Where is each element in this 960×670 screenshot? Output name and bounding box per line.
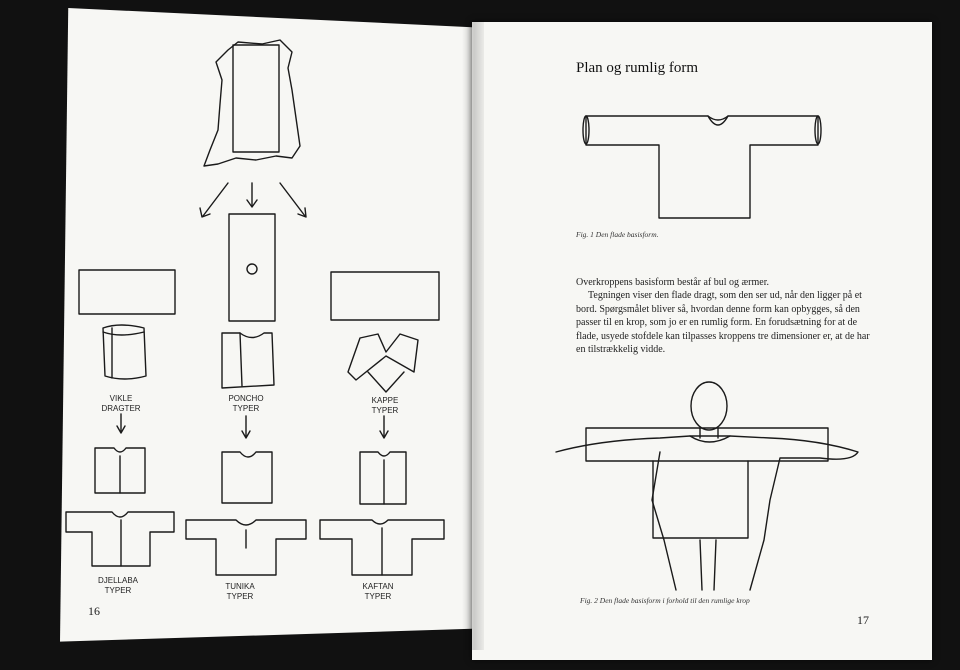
jacket-illustrations xyxy=(65,511,445,576)
paragraph-1: Overkroppens basisform består af bul og … xyxy=(576,277,770,288)
caption-kappe-typer: KAPPE TYPER xyxy=(362,396,408,416)
book-gutter xyxy=(462,20,484,650)
body-text: Overkroppens basisform består af bul og … xyxy=(576,276,870,356)
fig1-flat-garment xyxy=(582,115,822,219)
caption-line: KAFTAN xyxy=(362,582,394,591)
caption-poncho-typer: PONCHO TYPER xyxy=(222,394,270,414)
fig1-caption: Fig. 1 Den flade basisform. xyxy=(576,230,659,239)
page-number-left: 16 xyxy=(88,604,100,618)
fig2-caption: Fig. 2 Den flade basisform i forhold til… xyxy=(580,596,750,605)
flat-cloth-vikle xyxy=(78,269,176,315)
vikle-wrap-illustration xyxy=(102,324,147,380)
caption-line: KAPPE xyxy=(371,396,399,405)
caption-line: TYPER xyxy=(364,592,392,601)
caption-line: VIKLE xyxy=(109,394,133,403)
split-arrows xyxy=(199,182,307,218)
caption-line: DRAGTER xyxy=(101,404,141,413)
page-title: Plan og rumlig form xyxy=(576,60,699,76)
caption-line: TYPER xyxy=(104,586,132,595)
caption-vikle-dragter: VIKLE DRAGTER xyxy=(98,394,144,414)
caption-line: PONCHO xyxy=(228,394,264,403)
caption-line: TYPER xyxy=(232,404,260,413)
paragraph-2: Tegningen viser den flade dragt, som den… xyxy=(576,290,870,356)
caption-line: TYPER xyxy=(371,406,399,415)
caption-line: DJELLABA xyxy=(97,576,139,585)
caption-djellaba-typer: DJELLABA TYPER xyxy=(90,576,146,596)
down-arrows xyxy=(116,413,389,439)
caption-line: TYPER xyxy=(226,592,254,601)
kappe-cape-illustration xyxy=(347,333,419,393)
flat-cloth-kappe xyxy=(330,271,440,321)
caption-line: TUNIKA xyxy=(225,582,255,591)
page-number-right: 17 xyxy=(857,613,869,627)
right-page xyxy=(472,22,932,660)
hide-illustration xyxy=(203,39,301,167)
fig2-body-illustration xyxy=(555,381,859,591)
poncho-drape-illustration xyxy=(221,332,275,389)
caption-tunika-typer: TUNIKA TYPER xyxy=(216,582,264,602)
vest-illustrations xyxy=(94,447,407,505)
caption-kaftan-typer: KAFTAN TYPER xyxy=(354,582,402,602)
flat-cloth-poncho xyxy=(228,213,276,322)
